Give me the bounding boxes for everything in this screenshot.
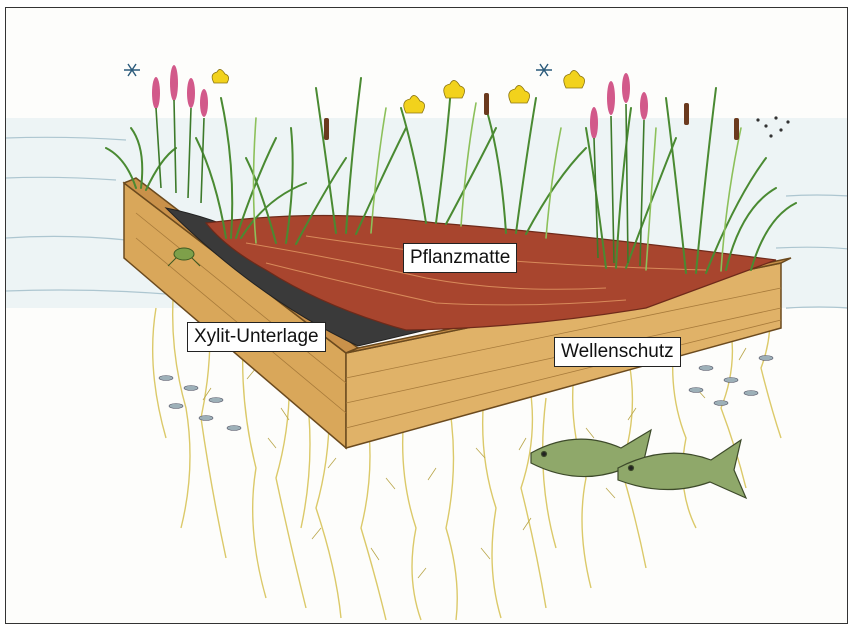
large-fish [531, 430, 746, 498]
label-wave-protection: Wellenschutz [554, 337, 681, 367]
label-planting-mat: Pflanzmatte [403, 243, 517, 273]
dragonflies [124, 64, 552, 76]
label-xylit-base: Xylit-Unterlage [187, 322, 326, 352]
iris-flowers [212, 69, 584, 113]
floating-island-illustration [6, 8, 848, 624]
illustration-frame: Pflanzmatte Xylit-Unterlage Wellenschutz [5, 7, 848, 624]
